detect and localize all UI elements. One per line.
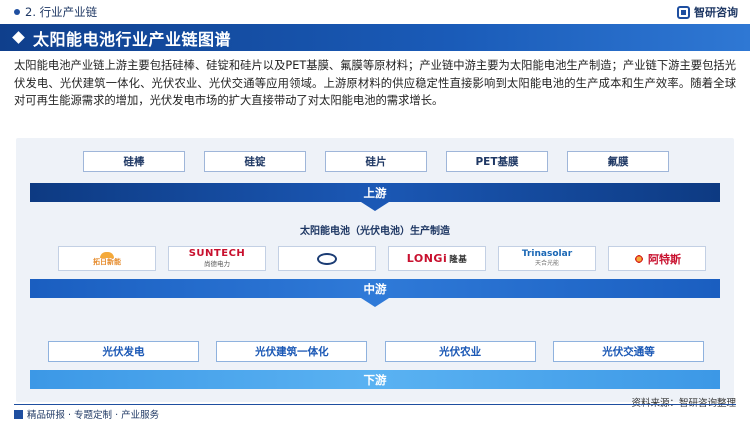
suntech-name: SUNTECH [188,247,246,259]
company-logo-trina: Trinasolar 天合光能 [498,246,596,271]
upstream-band: 上游 [30,183,720,202]
footer-tagline-text: 精品研报 · 专题定制 · 产业服务 [27,410,160,421]
company-logo-suntech: SUNTECH 尚德电力 [168,246,266,271]
downstream-item-bipv: 光伏建筑一体化 [216,341,368,362]
longi-cn: 隆基 [449,255,468,265]
brand-logo-text: 智研咨询 [694,6,738,19]
arrow-down-icon [361,298,389,307]
brand-logo: 智研咨询 [677,4,738,20]
arrow-down-icon [361,202,389,211]
longi-name: LONGi [406,252,448,265]
top-bar: 2. 行业产业链 智研咨询 [0,0,750,22]
upstream-row: 硅棒 硅锭 硅片 PET基膜 氟膜 [83,151,669,172]
downstream-item-pv-power: 光伏发电 [48,341,199,362]
diamond-icon [12,31,25,44]
footer-square-icon [14,409,23,419]
upstream-item-silicon-ingot: 硅锭 [204,151,306,172]
downstream-item-pv-agriculture: 光伏农业 [384,341,536,362]
midstream-band: 中游 [30,279,720,298]
topray-name: 拓日新能 [93,257,121,266]
topray-sun-icon [100,251,114,258]
midstream-caption: 太阳能电池（光伏电池）生产制造 [300,226,450,237]
downstream-item-pv-transport: 光伏交通等 [552,341,704,362]
footer-tagline: 精品研报 · 专题定制 · 产业服务 [14,407,159,421]
upstream-item-pet-film: PET基膜 [446,151,548,172]
company-logo-atesi: 阿特斯 [608,246,706,271]
trina-cn: 天合光能 [534,259,559,267]
title-bar: 太阳能电池行业产业链图谱 [0,24,750,51]
downstream-row: 光伏发电 光伏建筑一体化 光伏农业 光伏交通等 [48,341,704,362]
bullet-icon [14,9,20,15]
upstream-item-silicon-rod: 硅棒 [83,151,185,172]
upstream-item-fluoro-film: 氟膜 [567,151,669,172]
section-text: 2. 行业产业链 [25,5,98,19]
page-title: 太阳能电池行业产业链图谱 [33,29,232,49]
atesi-name: 阿特斯 [648,252,681,266]
intro-paragraph: 太阳能电池产业链上游主要包括硅棒、硅锭和硅片以及PET基膜、氟膜等原材料；产业链… [14,59,736,107]
upstream-item-silicon-wafer: 硅片 [325,151,427,172]
trina-name: Trinasolar [521,248,573,259]
downstream-band: 下游 [30,370,720,389]
source-note: 资料来源：智研咨询整理 [631,395,736,409]
company-logo-round [278,246,376,271]
section-label: 2. 行业产业链 [14,4,97,20]
footer-divider [14,404,736,405]
brand-mark-icon [677,5,690,19]
company-logo-topray: 拓日新能 [58,246,156,271]
suntech-cn: 尚德电力 [204,259,230,268]
atesi-burst-icon [633,252,645,265]
oval-logo-icon [317,252,337,265]
